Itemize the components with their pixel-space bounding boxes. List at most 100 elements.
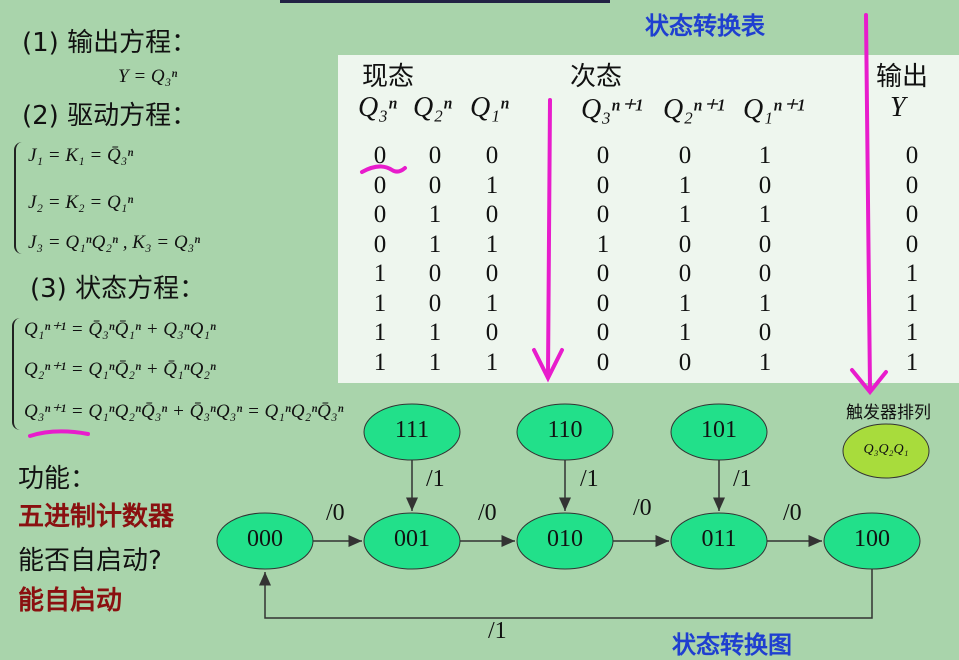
table-cell: 0 [596,289,610,317]
header-output: 输出 [876,62,929,92]
brace [14,142,22,254]
state-node-100 [823,512,921,570]
state-node-label: 100 [854,526,890,552]
diagram-title: 状态转换图 [672,631,792,659]
drive-eq-1: J₁ = K₁ = Q̄₃ⁿ [28,145,134,166]
column-header: Q₃ⁿ⁺¹ [581,94,643,125]
state-node-label: 010 [547,526,583,552]
table-cell: 0 [678,142,692,169]
table-cell: 0 [596,260,610,287]
table-cell: 1 [905,260,919,287]
section-state-eq: (3) 状态方程： [30,274,206,304]
annotation-underline [28,429,90,438]
brace [12,318,20,430]
table-cell: 0 [596,319,610,346]
table-cell: 0 [373,142,387,169]
legend-node-label: Q₃Q₂Q₁ [863,442,909,457]
table-cell: 1 [758,142,772,169]
table-cell: 0 [596,201,610,228]
table-cell: 1 [905,289,919,317]
table-cell: 0 [485,142,499,169]
table-cell: 0 [678,230,692,258]
annotation-squiggle [360,164,407,174]
edge-label: /1 [426,466,445,492]
column-header: Q₁ⁿ [470,92,509,123]
self-start-question: 能否自启动? [18,546,162,576]
column-header: Q₁ⁿ⁺¹ [743,94,805,125]
drive-eq-2: J₂ = K₂ = Q₁ⁿ [28,192,134,213]
table-cell: 1 [678,319,692,346]
table-cell: 0 [758,230,772,258]
table-cell: 0 [678,348,692,376]
state-node-label: 000 [247,526,283,552]
state-node-label: 111 [394,417,430,443]
state-node-101 [670,403,768,461]
state-node-label: 001 [394,526,430,552]
table-cell: 1 [428,348,442,376]
column-header: Y [890,92,906,123]
column-header: Q₂ⁿ⁺¹ [663,94,725,125]
table-panel [338,55,959,383]
table-cell: 0 [485,201,499,228]
table-cell: 1 [485,171,499,199]
drive-eq-3: J₃ = Q₁ⁿQ₂ⁿ , K₃ = Q₃ⁿ [28,232,201,253]
table-title: 状态转换表 [645,12,765,40]
top-rule [280,0,610,3]
table-cell: 1 [758,289,772,317]
output-equation: Y = Q₃ⁿ [118,66,178,87]
column-header: Q₃ⁿ [358,92,397,123]
annotation-arrow [532,98,564,383]
state-node-010 [516,512,614,570]
table-cell: 1 [678,201,692,228]
state-eq-1: Q₁ⁿ⁺¹ = Q̄₃ⁿQ̄₁ⁿ + Q₃ⁿQ₁ⁿ [24,319,216,340]
state-node-110 [516,403,614,461]
table-cell: 1 [758,348,772,376]
state-node-111 [363,403,461,461]
table-cell: 1 [428,319,442,346]
table-cell: 1 [905,348,919,376]
legend-title: 触发器排列 [846,403,931,423]
column-header: Q₂ⁿ [413,92,452,123]
edge-label: /1 [733,466,752,492]
table-cell: 1 [678,171,692,199]
function-value: 五进制计数器 [18,502,175,532]
table-cell: 0 [905,201,919,228]
table-cell: 0 [596,142,610,169]
annotation-arrow [850,13,888,396]
edge-label: /1 [488,618,507,644]
table-cell: 1 [485,230,499,258]
table-cell: 1 [428,201,442,228]
table-cell: 0 [758,260,772,287]
function-label: 功能： [18,464,97,494]
table-cell: 0 [596,348,610,376]
table-cell: 1 [373,348,387,376]
table-cell: 1 [905,319,919,346]
header-present-state: 现态 [362,62,415,92]
edge-label: /0 [478,500,497,526]
edge-label: /0 [633,495,652,521]
table-cell: 0 [905,230,919,258]
state-node-001 [363,512,461,570]
section-drive-eq: (2) 驱动方程： [22,101,198,131]
header-next-state: 次态 [570,62,623,92]
state-node-label: 101 [701,417,737,443]
edge-label: /0 [326,500,345,526]
table-cell: 0 [905,142,919,169]
table-cell: 1 [373,260,387,287]
state-eq-3: Q₃ⁿ⁺¹ = Q₁ⁿQ₂ⁿQ̄₃ⁿ + Q̄₃ⁿQ₃ⁿ = Q₁ⁿQ₂ⁿQ̄₃… [24,401,344,422]
legend-node [842,423,930,479]
self-start-answer: 能自启动 [18,586,123,616]
state-eq-2: Q₂ⁿ⁺¹ = Q₁ⁿQ̄₂ⁿ + Q̄₁ⁿQ₂ⁿ [24,359,216,380]
state-node-label: 110 [547,417,583,443]
table-cell: 0 [428,289,442,317]
state-node-000 [216,512,314,570]
table-cell: 0 [428,142,442,169]
state-node-011 [670,512,768,570]
table-cell: 1 [373,289,387,317]
table-cell: 0 [905,171,919,199]
table-cell: 1 [373,319,387,346]
table-cell: 1 [428,230,442,258]
table-cell: 1 [678,289,692,317]
table-cell: 1 [758,201,772,228]
